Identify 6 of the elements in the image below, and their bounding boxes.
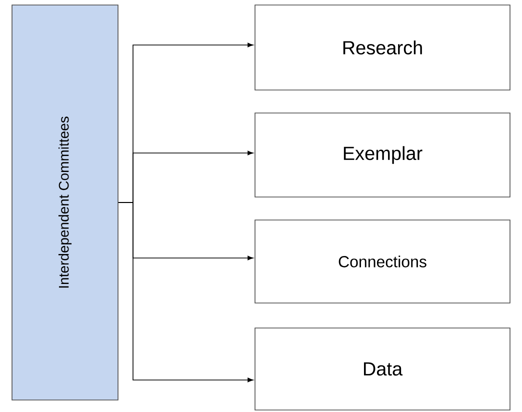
committee-bar: Interdependent Committees — [12, 4, 118, 400]
committee-box: Research — [254, 4, 510, 90]
committee-box: Data — [254, 328, 510, 410]
committee-box: Exemplar — [254, 112, 510, 198]
arrow — [118, 202, 254, 382]
committee-box: Connections — [254, 220, 510, 304]
